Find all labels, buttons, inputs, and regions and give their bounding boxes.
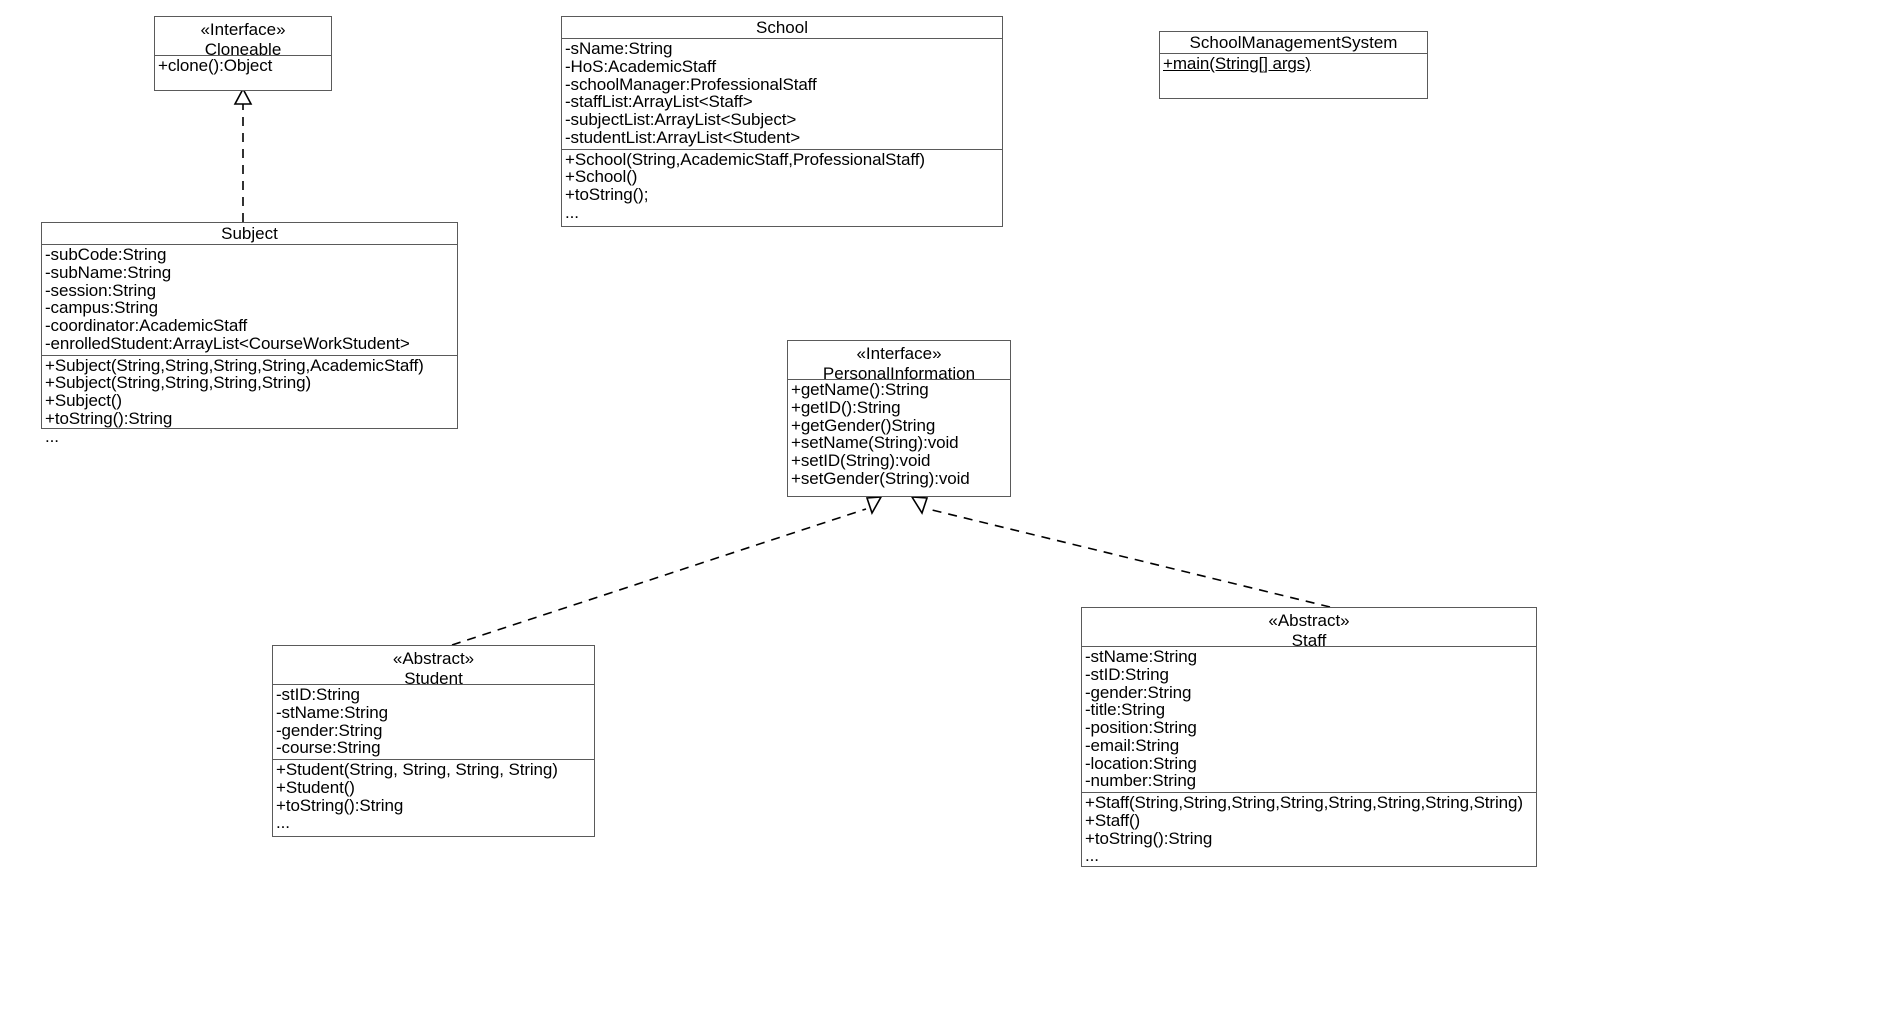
method-line: +toString();: [565, 185, 649, 204]
class-name: Cloneable: [204, 39, 282, 59]
attribute-line: -staffList:ArrayList<Staff>: [565, 92, 753, 112]
attribute-line: -gender:String: [276, 720, 383, 740]
attribute-line: -coordinator:AcademicStaff: [45, 316, 248, 335]
attribute-line: -campus:String: [45, 298, 158, 318]
class-name: Subject: [221, 224, 278, 243]
connector-staff-personalinformation: [910, 496, 1331, 608]
class-header-school: School: [562, 17, 1002, 39]
methods-compartment-school-management-system: +main(String[] args): [1160, 54, 1427, 75]
class-box-school-management-system[interactable]: SchoolManagementSystem +main(String[] ar…: [1159, 31, 1428, 99]
attribute-line: -gender:String: [1085, 682, 1192, 702]
attribute-line: -location:String: [1085, 753, 1197, 773]
class-name: PersonalInformation: [822, 363, 976, 383]
attribute-line: -stID:String: [276, 685, 360, 704]
class-box-cloneable[interactable]: «Interface» Cloneable +clone():Object: [154, 16, 332, 91]
class-box-subject[interactable]: Subject -subCode:String -subName:String …: [41, 222, 458, 445]
connector-subject-cloneable: [233, 87, 253, 222]
class-box-school[interactable]: School -sName:String -HoS:AcademicStaff …: [561, 16, 1003, 227]
method-line: ...: [1085, 846, 1099, 866]
connector-student-personalinformation: [451, 496, 883, 646]
methods-compartment-staff: +Staff(String,String,String,String,Strin…: [1082, 793, 1536, 867]
class-name: School: [756, 18, 808, 37]
class-box-staff[interactable]: «Abstract» Staff -stName:String -stID:St…: [1081, 607, 1537, 867]
method-line: +getName():String: [791, 380, 929, 399]
method-line: ...: [45, 426, 59, 446]
method-line: +setID(String):void: [791, 451, 931, 470]
method-line: +School(): [565, 167, 638, 187]
methods-compartment-cloneable: +clone():Object: [155, 56, 331, 77]
attribute-line: -email:String: [1085, 735, 1180, 755]
method-line: +Student(): [276, 777, 355, 797]
method-line: +getGender()String: [791, 415, 936, 435]
attribute-line: -HoS:AcademicStaff: [565, 56, 716, 76]
method-line: +toString():String: [1085, 828, 1213, 848]
attributes-compartment-student: -stID:String -stName:String -gender:Stri…: [273, 685, 594, 760]
class-box-personal-information[interactable]: «Interface» PersonalInformation +getName…: [787, 340, 1011, 497]
attribute-line: -number:String: [1085, 771, 1197, 791]
class-name: Staff: [1291, 630, 1327, 650]
attribute-line: -subName:String: [45, 262, 172, 282]
class-header-cloneable: «Interface» Cloneable: [155, 17, 331, 59]
methods-compartment-subject: +Subject(String,String,String,String,Aca…: [42, 356, 457, 448]
methods-compartment-personal-information: +getName():String +getID():String +getGe…: [788, 380, 1010, 490]
attribute-line: -stName:String: [1085, 647, 1197, 666]
class-stereotype: «Interface»: [856, 344, 942, 363]
attribute-line: -schoolManager:ProfessionalStaff: [565, 74, 817, 94]
method-line: +getID():String: [791, 397, 901, 417]
method-line: +Subject(String,String,String,String,Aca…: [45, 355, 424, 375]
attribute-line: -subjectList:ArrayList<Subject>: [565, 110, 797, 129]
class-header-personal-information: «Interface» PersonalInformation: [788, 341, 1010, 383]
attribute-line: -title:String: [1085, 700, 1165, 720]
class-name: Student: [404, 668, 463, 688]
class-stereotype: «Abstract»: [392, 649, 475, 668]
attributes-compartment-subject: -subCode:String -subName:String -session…: [42, 245, 457, 356]
attribute-line: -stName:String: [276, 702, 388, 722]
class-stereotype: «Interface»: [200, 20, 286, 39]
method-line: +setName(String):void: [791, 433, 959, 453]
attribute-line: -enrolledStudent:ArrayList<CourseWorkStu…: [45, 333, 410, 353]
class-header-school-management-system: SchoolManagementSystem: [1160, 32, 1427, 54]
class-stereotype: «Abstract»: [1268, 611, 1350, 630]
attributes-compartment-school: -sName:String -HoS:AcademicStaff -school…: [562, 39, 1002, 150]
attribute-line: -position:String: [1085, 718, 1197, 737]
method-line: +Student(String, String, String, String): [276, 760, 558, 779]
attribute-line: -course:String: [276, 738, 381, 758]
method-line: +toString():String: [45, 408, 173, 428]
method-line: +clone():Object: [158, 56, 273, 75]
method-line: +toString():String: [276, 795, 404, 815]
methods-compartment-school: +School(String,AcademicStaff,Professiona…: [562, 150, 1002, 224]
static-method-line: +main(String[] args): [1163, 54, 1311, 73]
method-line: ...: [565, 202, 579, 222]
method-line: +Subject(String,String,String,String): [45, 373, 312, 393]
method-line: +Staff(): [1085, 810, 1141, 830]
attribute-line: -session:String: [45, 280, 156, 300]
method-line: +School(String,AcademicStaff,Professiona…: [565, 149, 925, 169]
method-line: ...: [276, 813, 290, 833]
class-header-staff: «Abstract» Staff: [1082, 608, 1536, 650]
method-line: +Subject(): [45, 391, 122, 410]
attributes-compartment-staff: -stName:String -stID:String -gender:Stri…: [1082, 647, 1536, 793]
attribute-line: -studentList:ArrayList<Student>: [565, 127, 801, 147]
methods-compartment-student: +Student(String, String, String, String)…: [273, 760, 594, 834]
method-line: +setGender(String):void: [791, 468, 970, 488]
attribute-line: -stID:String: [1085, 664, 1169, 684]
class-box-student[interactable]: «Abstract» Student -stID:String -stName:…: [272, 645, 595, 837]
class-name: SchoolManagementSystem: [1189, 33, 1398, 52]
class-header-subject: Subject: [42, 223, 457, 245]
attribute-line: -sName:String: [565, 39, 673, 58]
class-header-student: «Abstract» Student: [273, 646, 594, 688]
attribute-line: -subCode:String: [45, 245, 167, 264]
method-line: +Staff(String,String,String,String,Strin…: [1085, 793, 1523, 812]
